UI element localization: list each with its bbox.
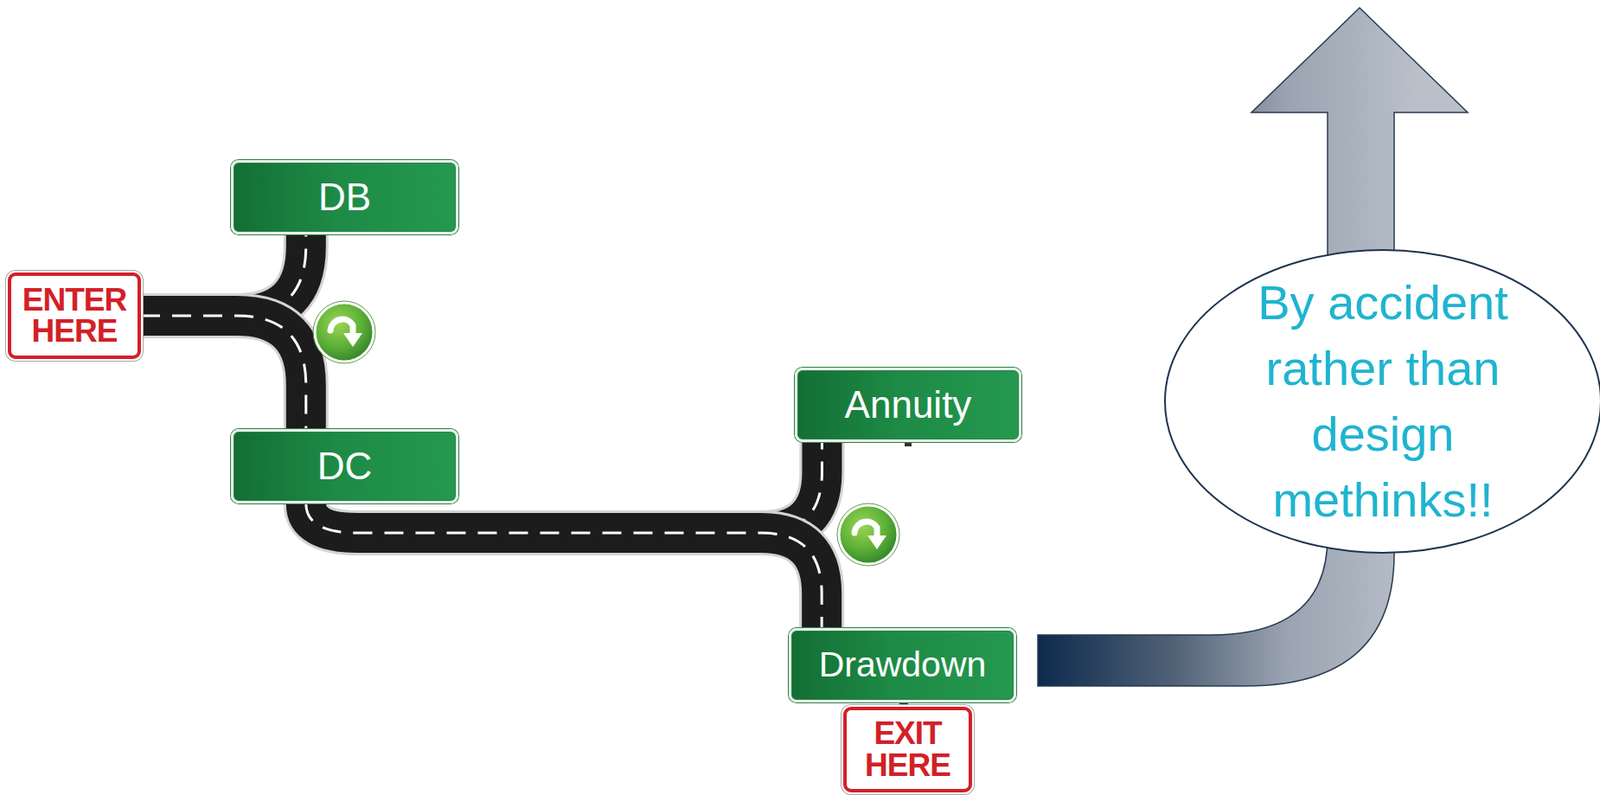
route-sign: DB [230, 160, 459, 235]
turn-symbol [837, 503, 900, 566]
node-text: Drawdown [819, 645, 987, 685]
route-sign: Annuity [794, 367, 1022, 442]
road-centerline [306, 503, 822, 628]
node-text: EXIT HERE [855, 717, 961, 781]
node-text: DC [317, 445, 373, 487]
turn-symbol-disc [838, 505, 898, 564]
road-edge [140, 315, 307, 429]
turn-symbol [313, 300, 376, 364]
exit-sign: EXIT HERE [843, 706, 973, 793]
node-text: By accident rather than design methinks!… [1240, 269, 1526, 533]
road-centerline [140, 315, 307, 429]
road-edge [306, 503, 822, 628]
speech-ellipse: By accident rather than design methinks!… [1163, 248, 1600, 555]
turn-symbol-arrow [854, 521, 877, 537]
node-text: ENTER HERE [21, 284, 128, 348]
ellipse-shape [1164, 249, 1600, 553]
route-sign: DC [230, 428, 459, 504]
road-surface [140, 315, 307, 429]
turn-symbol-rim [313, 300, 376, 364]
turn-symbol-rim [837, 503, 900, 566]
node-text: DB [318, 176, 372, 218]
entry-sign: ENTER HERE [7, 272, 141, 359]
road [306, 503, 822, 628]
road [140, 315, 307, 429]
turn-symbol-head [343, 332, 363, 347]
turn-symbol-disc [314, 302, 374, 362]
road-surface [306, 503, 822, 628]
route-sign: Drawdown [788, 627, 1017, 703]
turn-symbol-arrow [330, 319, 353, 334]
node-text: Annuity [844, 384, 973, 426]
turn-symbol-head [867, 535, 887, 550]
